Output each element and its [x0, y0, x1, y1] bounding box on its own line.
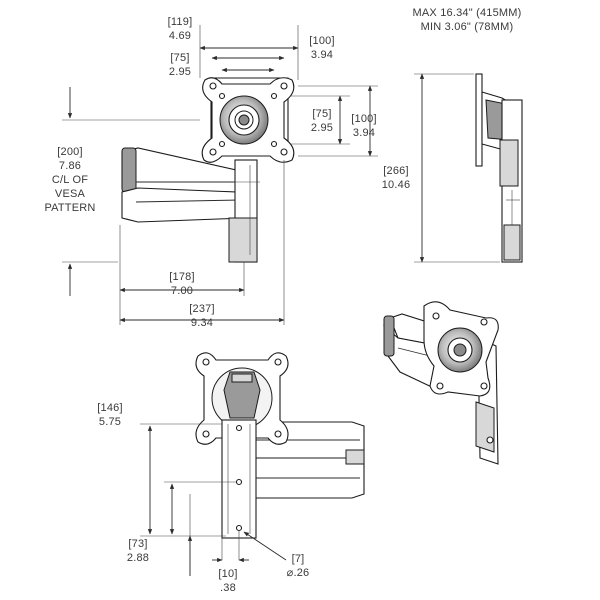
- dim-7-mm: [7]: [291, 553, 305, 565]
- top-dimension-lines: [140, 423, 287, 576]
- cl-label-line2: VESA: [54, 188, 86, 200]
- cl-label-line3: PATTERN: [44, 202, 96, 214]
- dim-73-in: 2.88: [126, 552, 150, 564]
- dim-266-mm: [266]: [383, 165, 409, 177]
- dim-178-mm: [178]: [169, 271, 195, 283]
- dim-200-mm: [200]: [57, 146, 83, 158]
- dim-75-v-in: 2.95: [310, 122, 334, 134]
- dim-200-in: 7.86: [58, 160, 82, 172]
- iso-view: [383, 301, 499, 465]
- front-view: [121, 77, 295, 263]
- front-dimension-lines: [62, 25, 378, 325]
- dim-10-mm: [10]: [218, 568, 238, 580]
- dim-119-in: 4.69: [168, 30, 192, 42]
- dim-75-h-mm: [75]: [170, 52, 190, 64]
- side-min-extension: MIN 3.06" (78MM): [420, 21, 514, 33]
- dim-10-in: .38: [220, 582, 236, 594]
- dim-73-mm: [73]: [128, 538, 148, 550]
- dim-7-in: ⌀.26: [286, 567, 310, 579]
- dim-100-v-in: 3.94: [352, 127, 376, 139]
- dim-178-in: 7.00: [170, 285, 194, 297]
- dim-266-in: 10.46: [381, 179, 411, 191]
- dim-100-h-in: 3.94: [310, 49, 334, 61]
- cl-label-line1: C/L OF: [51, 174, 89, 186]
- side-dimension-lines: [414, 73, 500, 263]
- dim-75-v-mm: [75]: [312, 108, 332, 120]
- dim-237-in: 9.34: [190, 317, 214, 329]
- dim-146-in: 5.75: [98, 416, 122, 428]
- side-view: [475, 73, 523, 263]
- dim-119-mm: [119]: [167, 16, 193, 28]
- dim-237-mm: [237]: [189, 303, 215, 315]
- dim-75-h-in: 2.95: [168, 66, 192, 78]
- dim-100-v-mm: [100]: [351, 113, 377, 125]
- side-max-extension: MAX 16.34" (415MM): [412, 7, 522, 19]
- dim-146-mm: [146]: [97, 402, 123, 414]
- top-view: [195, 352, 365, 539]
- dim-100-h-mm: [100]: [309, 35, 335, 47]
